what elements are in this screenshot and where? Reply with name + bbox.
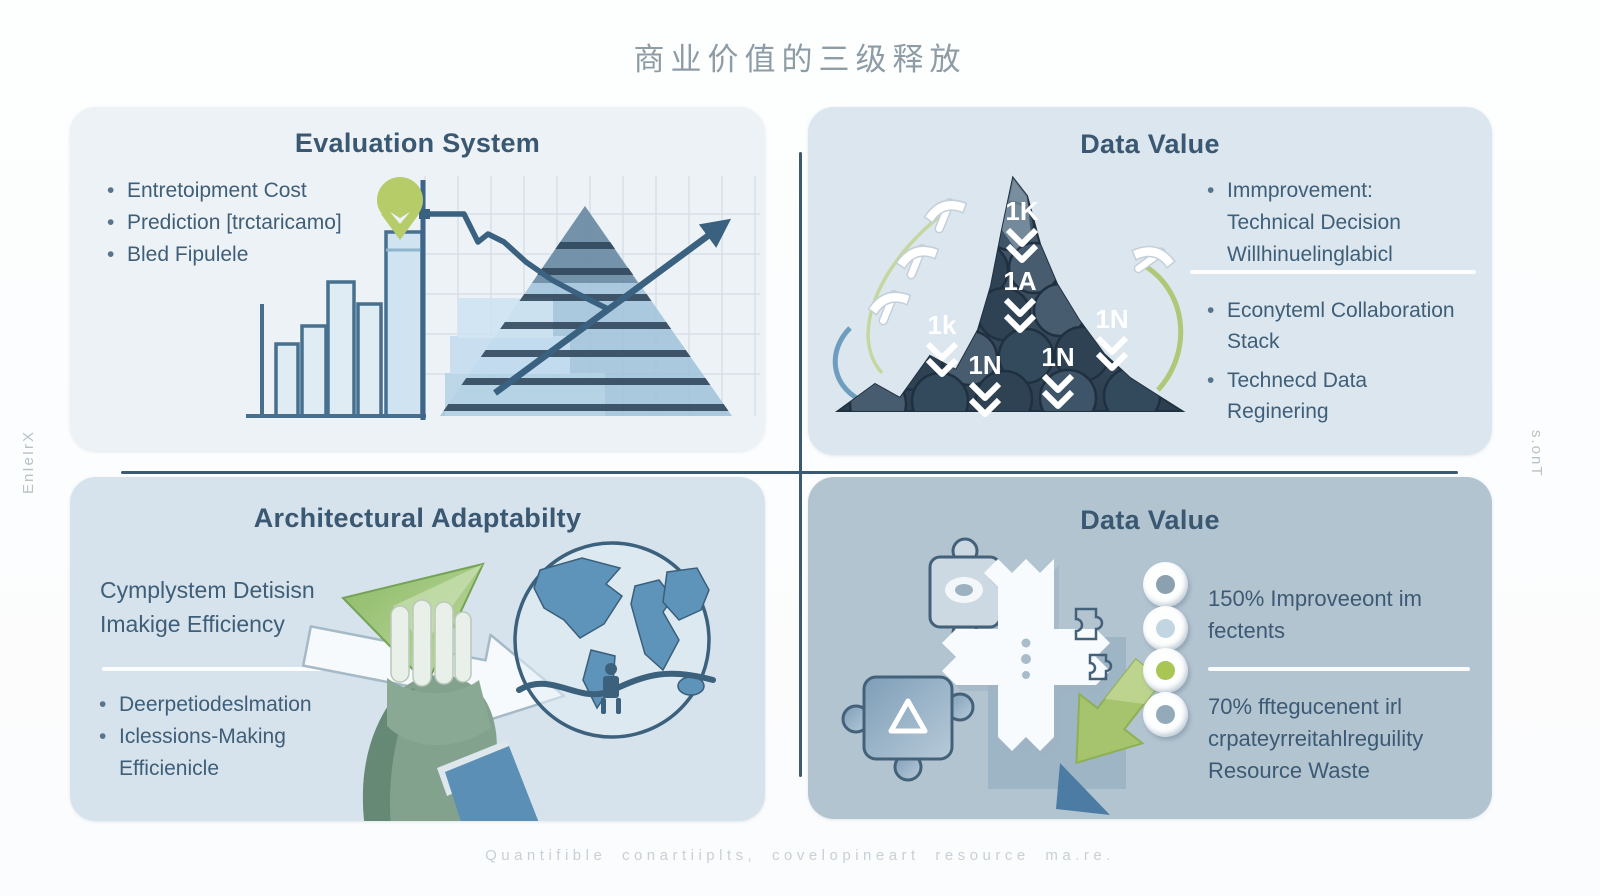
guide-curve-blue [832, 326, 862, 403]
quadrant-title: Data Value [1080, 505, 1220, 535]
bullet-list: Entretoipment Cost Prediction [trctarica… [104, 175, 434, 271]
chevron-down-icon [1095, 335, 1129, 371]
list-item: Bled Fipulele [104, 239, 434, 271]
mountain-marker: 1N [968, 350, 1002, 417]
bullet-list: Econyteml Collaboration Stack Technecd D… [1204, 295, 1466, 435]
list-item: Econyteml Collaboration Stack [1204, 295, 1466, 357]
quadrant-data-value-top: Data Value [808, 107, 1492, 455]
mountain-marker: 1A [1003, 266, 1037, 333]
donut-indicator [1143, 606, 1188, 651]
marker-label: 1K [1005, 196, 1038, 226]
growth-arrow-icon [493, 218, 732, 396]
chevron-down-icon [1005, 227, 1039, 263]
trend-line-icon [419, 209, 612, 313]
separator-line [1208, 667, 1470, 671]
pickaxe-icon [864, 283, 918, 331]
donut-hole [1156, 661, 1175, 680]
list-item: Immprovement: Technical Decision Willhin… [1204, 175, 1454, 271]
marker-label: 1N [1041, 342, 1074, 372]
donut-hole [1156, 705, 1175, 724]
pickaxe-icon [920, 191, 974, 239]
mountain-marker: 1N [1095, 304, 1129, 371]
mountain-marker: 1N [1041, 342, 1075, 409]
puzzle-illustration [841, 537, 1164, 815]
quadrant-data-value-bottom: Data Value [808, 477, 1492, 819]
side-label-left: EnIeIrX [20, 430, 37, 495]
evaluation-chart-illustration [246, 176, 760, 420]
bar-chart-icon [274, 230, 424, 418]
pickaxe-icon [1126, 239, 1179, 283]
separator-line [102, 667, 327, 671]
donut-indicator [1143, 692, 1188, 737]
marker-label: 1N [968, 350, 1001, 380]
mountain-marker: 1k [925, 310, 959, 377]
quadrant-architectural-adaptability: Architectural Adaptabilty Cymplystem Det… [70, 477, 765, 821]
globe-icon [513, 541, 716, 739]
marker-label: 1k [928, 310, 957, 340]
donut-indicator-active [1143, 648, 1188, 693]
bullet-list: Deerpetiodeslmation Iclessions-Making Ef… [96, 689, 346, 785]
list-item: Prediction [trctaricamo] [104, 207, 434, 239]
pickaxe-icon [892, 237, 946, 285]
donut-hole [1156, 575, 1175, 594]
chevron-down-icon [1041, 373, 1075, 409]
stat-text: 150% Improveeont im fectents [1208, 586, 1422, 643]
figure-icon [601, 663, 621, 714]
data-mountain-illustration: 1K 1A 1k 1N [832, 175, 1186, 417]
marker-label: 1A [1003, 266, 1036, 296]
footer-caption: Quantifible conartiiplts, covelopineart … [485, 847, 1115, 864]
puzzle-piece-icon [841, 675, 975, 782]
list-item: Entretoipment Cost [104, 175, 434, 207]
quadrant-title: Architectural Adaptabilty [253, 503, 582, 533]
stat-text: 70% fftegucenent irl crpateyrreitahlregu… [1208, 694, 1424, 783]
donut-indicator [1143, 562, 1188, 607]
bullet-list: Immprovement: Technical Decision Willhin… [1204, 175, 1454, 271]
gear-puzzle-icon [942, 559, 1115, 757]
chevron-down-icon [968, 381, 1002, 417]
donut-hole [1156, 619, 1175, 638]
chevron-down-icon [1003, 297, 1037, 333]
mountain-marker: 1K [1005, 196, 1039, 263]
quadrant-evaluation-system: Evaluation System Entretoipment Cost Pre… [70, 107, 765, 451]
chevron-down-icon [925, 341, 959, 377]
quadrant-title: Evaluation System [294, 128, 541, 158]
list-item: Technecd Data Reginering [1204, 365, 1466, 427]
blue-triangle [1056, 763, 1110, 815]
location-pin-icon [377, 177, 423, 240]
divider-vertical [799, 152, 802, 777]
page-title: 商业价值的三级释放 [633, 42, 967, 77]
marker-label: 1N [1095, 304, 1128, 334]
side-label-right: s.onT [1528, 430, 1545, 478]
puzzle-outline-icon [1074, 607, 1113, 681]
list-item: Iclessions-Making Efficienicle [96, 721, 346, 785]
intro-text: Cymplystem Detisisn Imakige Efficiency [100, 577, 315, 637]
guide-curve-right [1143, 263, 1184, 392]
hand-globe-illustration [301, 541, 716, 821]
hand-with-green-arrow-icon [341, 562, 539, 821]
pyramid-icon [440, 206, 732, 416]
separator-line [1190, 270, 1476, 274]
divider-horizontal [121, 471, 1458, 474]
quadrant-title: Data Value [1080, 129, 1220, 159]
list-item: Deerpetiodeslmation [96, 689, 346, 721]
